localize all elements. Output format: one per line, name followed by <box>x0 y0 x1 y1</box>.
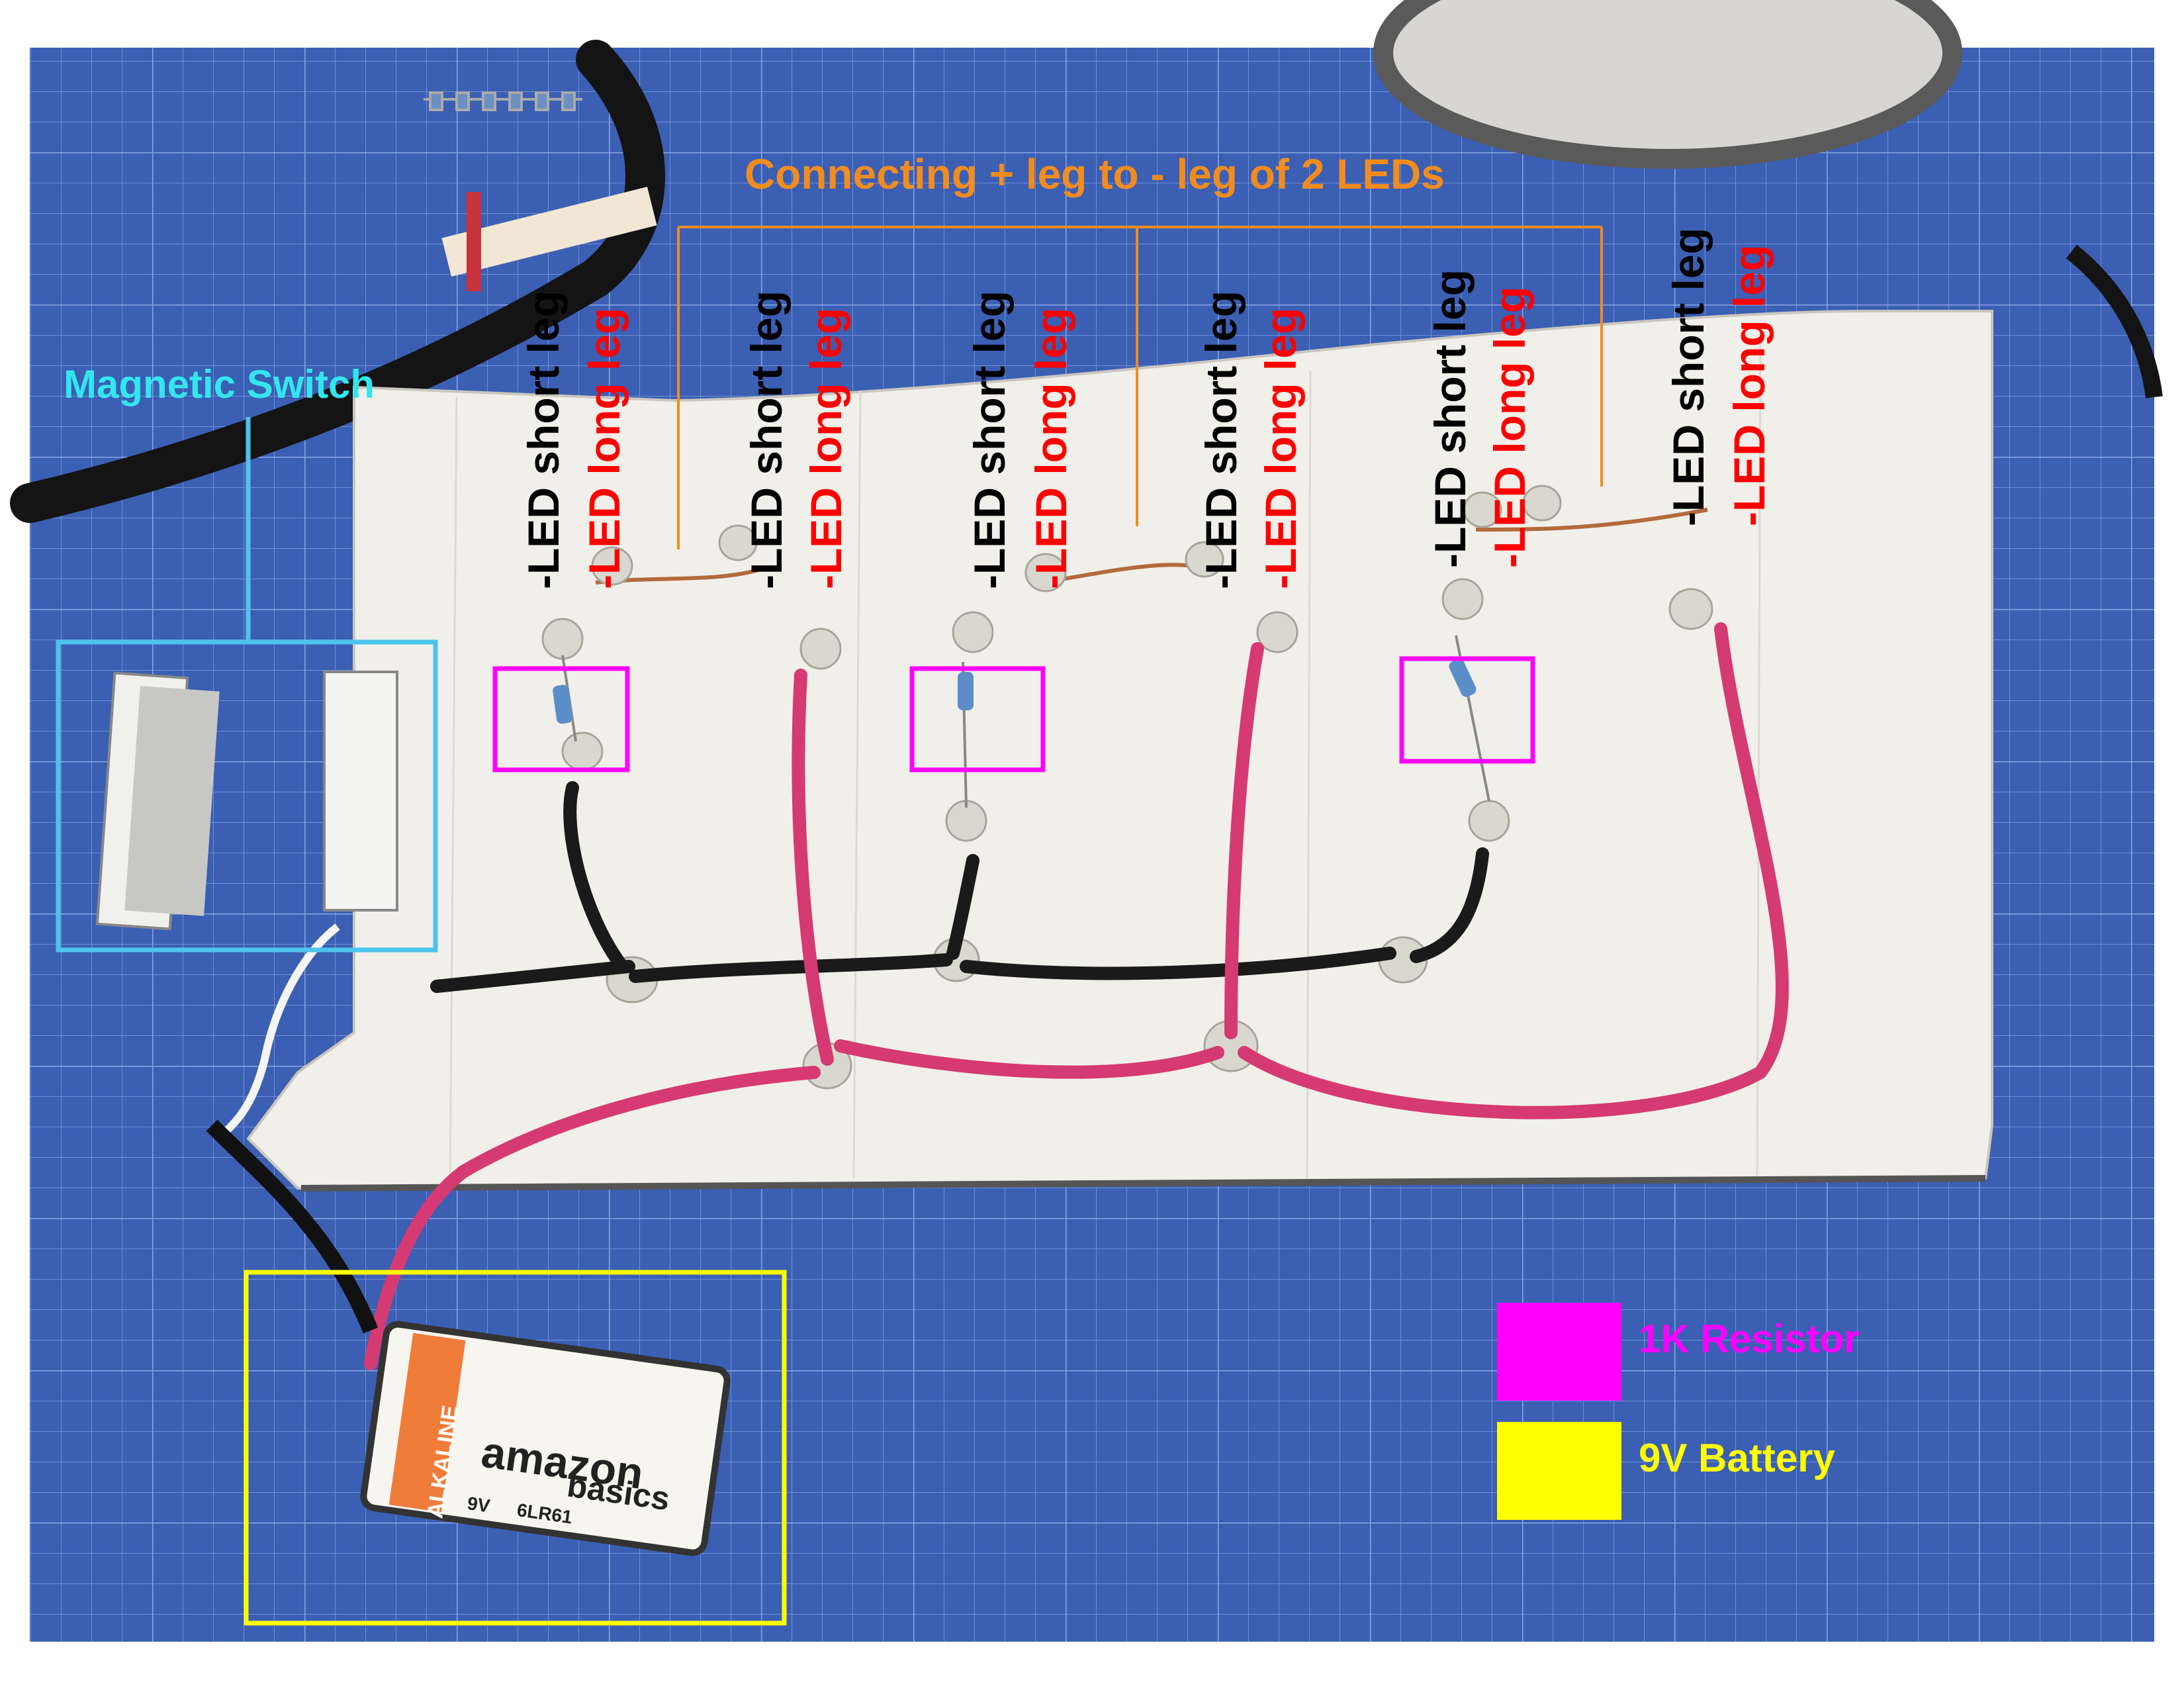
battery-lead-black <box>206 1119 379 1334</box>
led-joint <box>1463 491 1502 528</box>
led-2-long-leg-label: -LED long leg <box>801 307 850 589</box>
board-edge-shadow <box>300 1175 1986 1192</box>
legend-swatch-battery <box>1497 1422 1621 1520</box>
battery-box <box>244 1270 787 1626</box>
legend-label-battery: 9V Battery <box>1639 1436 1835 1480</box>
resistor-strip <box>424 91 582 111</box>
led-joint <box>718 524 758 561</box>
resistor-body <box>1449 659 1477 697</box>
led-joint <box>1256 611 1298 653</box>
led-3-short-leg-label: -LED short leg <box>965 290 1014 589</box>
resistor-box-3 <box>1399 656 1535 764</box>
led-joint <box>541 618 584 660</box>
reed-switch <box>323 671 398 912</box>
resistors <box>553 635 1490 808</box>
resistor-box-1 <box>492 666 630 773</box>
tape-piece <box>441 187 657 277</box>
magnetic-switch-parts <box>95 671 398 931</box>
led-joint <box>799 628 842 670</box>
board-groove <box>449 397 458 1179</box>
led-joint <box>561 731 604 771</box>
background-objects <box>10 0 2163 523</box>
led-joint <box>1024 553 1067 592</box>
led-6-short-leg-label: -LED short leg <box>1664 227 1713 526</box>
battery-voltage: 9V <box>466 1493 492 1517</box>
led-joint <box>1522 485 1562 522</box>
black-wires <box>430 781 1489 993</box>
led-joint <box>591 546 633 586</box>
battery-stripe <box>388 1333 466 1513</box>
led-5-long-leg-label: -LED long leg <box>1485 286 1534 568</box>
led-4-short-leg-label: -LED short leg <box>1197 290 1246 589</box>
magnet-backing <box>124 686 220 916</box>
diagram-title: Connecting + leg to - leg of 2 LEDs <box>745 150 1445 198</box>
title-bracket <box>677 226 1603 549</box>
board-groove-4 <box>1756 330 1762 1179</box>
legend-label-resistor: 1K Resistor <box>1639 1317 1860 1361</box>
led-joint <box>952 611 994 653</box>
led-joint <box>1468 800 1510 842</box>
magnetic-switch-label: Magnetic Switch <box>64 362 375 406</box>
led-joint <box>1185 541 1224 578</box>
resistor-box-2 <box>909 666 1046 773</box>
resistor-body <box>553 684 572 724</box>
led-joint <box>1441 578 1484 620</box>
metal-tin <box>1373 0 1962 169</box>
led-6-long-leg-label: -LED long leg <box>1725 244 1774 526</box>
led-4-long-leg-label: -LED long leg <box>1256 307 1305 589</box>
led-5-short-leg-label: -LED short leg <box>1426 269 1475 568</box>
resistor-body <box>958 672 974 710</box>
black-cable-2 <box>2066 244 2163 399</box>
led-1-short-leg-label: -LED short leg <box>519 290 568 589</box>
battery <box>360 1321 731 1556</box>
led-3-long-leg-label: -LED long leg <box>1026 307 1075 589</box>
legend-swatch-resistor <box>1497 1303 1621 1401</box>
led-1-long-leg-label: -LED long leg <box>580 307 629 589</box>
led-2-short-leg-label: -LED short leg <box>742 290 791 589</box>
board-groove-3 <box>1306 370 1312 1179</box>
red-wires <box>364 622 1789 1370</box>
solder-joints <box>541 485 1713 1090</box>
red-wire-scrap <box>467 192 481 291</box>
black-cable <box>10 40 665 523</box>
led-joint <box>1668 588 1713 630</box>
